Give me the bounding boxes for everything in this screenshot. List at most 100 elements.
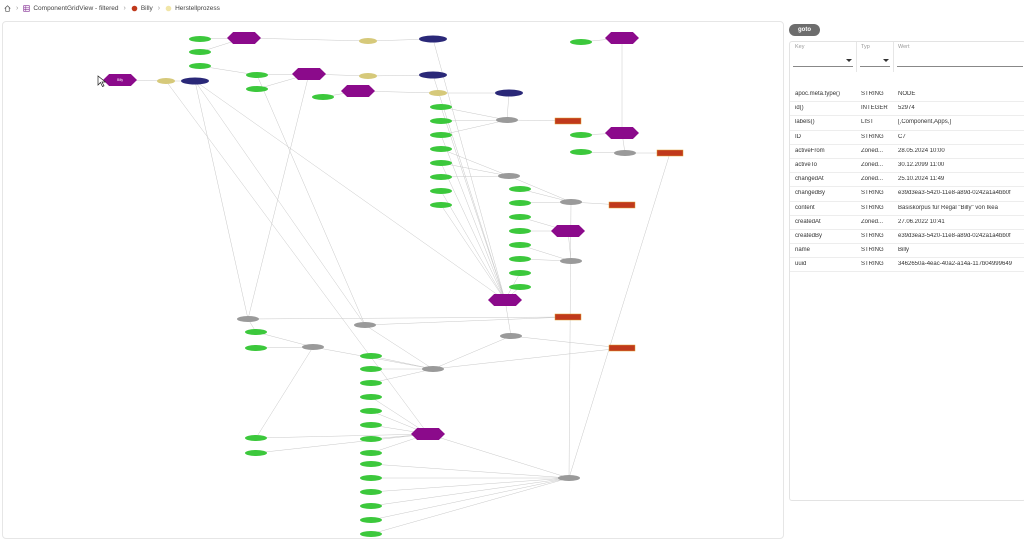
graph-node-component[interactable] xyxy=(245,450,267,456)
graph-node-document[interactable] xyxy=(608,201,636,209)
graph-node-component[interactable] xyxy=(430,174,452,180)
graph-node-component[interactable] xyxy=(245,435,267,441)
graph-node-component[interactable] xyxy=(360,353,382,359)
graph-node-group[interactable] xyxy=(495,89,523,97)
graph-node-document[interactable] xyxy=(554,117,582,125)
graph-node-component[interactable] xyxy=(430,188,452,194)
graph-node-process[interactable] xyxy=(359,73,377,79)
graph-node-junction[interactable] xyxy=(614,150,636,156)
graph-node-component[interactable] xyxy=(570,39,592,45)
graph-node-component[interactable] xyxy=(360,503,382,509)
graph-node-component[interactable] xyxy=(570,132,592,138)
graph-node-component[interactable] xyxy=(189,36,211,42)
graph-node-hub[interactable] xyxy=(605,127,639,139)
column-divider[interactable] xyxy=(856,42,857,72)
value-filter-input[interactable] xyxy=(897,56,1023,67)
graph-node-hub[interactable] xyxy=(488,294,522,306)
graph-node-junction[interactable] xyxy=(354,322,376,328)
graph-node-component[interactable] xyxy=(570,149,592,155)
graph-node-component[interactable] xyxy=(360,475,382,481)
graph-node-component[interactable] xyxy=(189,63,211,69)
graph-node-junction[interactable] xyxy=(560,199,582,205)
graph-node-component[interactable] xyxy=(509,270,531,276)
graph-node-component[interactable] xyxy=(246,86,268,92)
graph-node-document[interactable] xyxy=(554,313,582,321)
graph-node-document[interactable] xyxy=(656,149,684,157)
graph-canvas[interactable]: Billy xyxy=(2,21,784,539)
graph-node-group[interactable] xyxy=(419,71,447,79)
graph-node-junction[interactable] xyxy=(422,366,444,372)
graph-node-component[interactable] xyxy=(312,94,334,100)
graph-node-component[interactable] xyxy=(360,408,382,414)
graph-node-component[interactable] xyxy=(509,284,531,290)
graph-node-hub[interactable] xyxy=(103,74,137,86)
graph-node-component[interactable] xyxy=(509,214,531,220)
graph-node-component[interactable] xyxy=(509,228,531,234)
graph-node-hub[interactable] xyxy=(292,68,326,80)
graph-node-hub[interactable] xyxy=(411,428,445,440)
graph-node-component[interactable] xyxy=(430,104,452,110)
graph-node-component[interactable] xyxy=(509,242,531,248)
goto-button[interactable]: goto xyxy=(789,24,820,36)
graph-node-component[interactable] xyxy=(430,160,452,166)
graph-nodes[interactable]: Billy xyxy=(103,32,684,537)
graph-node-junction[interactable] xyxy=(496,117,518,123)
graph-node-component[interactable] xyxy=(360,531,382,537)
breadcrumb-home[interactable] xyxy=(4,4,11,12)
graph-node-junction[interactable] xyxy=(302,344,324,350)
graph-node-process[interactable] xyxy=(157,78,175,84)
breadcrumb-item-process[interactable]: Herstellprozess xyxy=(165,5,220,12)
graph-node-component[interactable] xyxy=(360,461,382,467)
graph-node-process[interactable] xyxy=(429,90,447,96)
graph-node-component[interactable] xyxy=(360,517,382,523)
graph-node-component[interactable] xyxy=(430,146,452,152)
graph-node-junction[interactable] xyxy=(498,173,520,179)
graph-node-component[interactable] xyxy=(360,366,382,372)
graph-node-component[interactable] xyxy=(360,422,382,428)
graph-node-component[interactable] xyxy=(360,489,382,495)
graph-node-group[interactable] xyxy=(419,35,447,43)
graph-node-junction[interactable] xyxy=(560,258,582,264)
breadcrumb-item-grid[interactable]: ComponentGridView - filtered xyxy=(23,5,119,12)
type-filter-select[interactable] xyxy=(860,56,890,67)
graph-node-component[interactable] xyxy=(430,118,452,124)
graph-node-hub[interactable] xyxy=(551,225,585,237)
graph-node-component[interactable] xyxy=(360,450,382,456)
graph-svg[interactable]: Billy xyxy=(3,22,783,538)
graph-node-component[interactable] xyxy=(360,436,382,442)
graph-node-junction[interactable] xyxy=(237,316,259,322)
graph-node-process[interactable] xyxy=(359,38,377,44)
graph-node-component[interactable] xyxy=(509,200,531,206)
graph-node-junction[interactable] xyxy=(558,475,580,481)
graph-node-group[interactable] xyxy=(181,77,209,85)
graph-node-component[interactable] xyxy=(245,345,267,351)
breadcrumb-item-billy[interactable]: Billy xyxy=(131,5,153,12)
graph-node-component[interactable] xyxy=(189,49,211,55)
graph-node-hub[interactable] xyxy=(227,32,261,44)
graph-node-component[interactable] xyxy=(246,72,268,78)
graph-node-component[interactable] xyxy=(430,202,452,208)
graph-node-junction[interactable] xyxy=(500,333,522,339)
graph-node-component[interactable] xyxy=(245,329,267,335)
graph-node-component[interactable] xyxy=(360,394,382,400)
graph-node-component[interactable] xyxy=(360,380,382,386)
column-divider[interactable] xyxy=(893,42,894,72)
key-filter-select[interactable] xyxy=(793,56,853,67)
property-row[interactable]: labels()LIST[,Component,Apps,] xyxy=(790,116,1024,131)
graph-node-document[interactable] xyxy=(608,344,636,352)
graph-node-component[interactable] xyxy=(430,132,452,138)
graph-node-hub[interactable] xyxy=(341,85,375,97)
graph-node-component[interactable] xyxy=(509,256,531,262)
